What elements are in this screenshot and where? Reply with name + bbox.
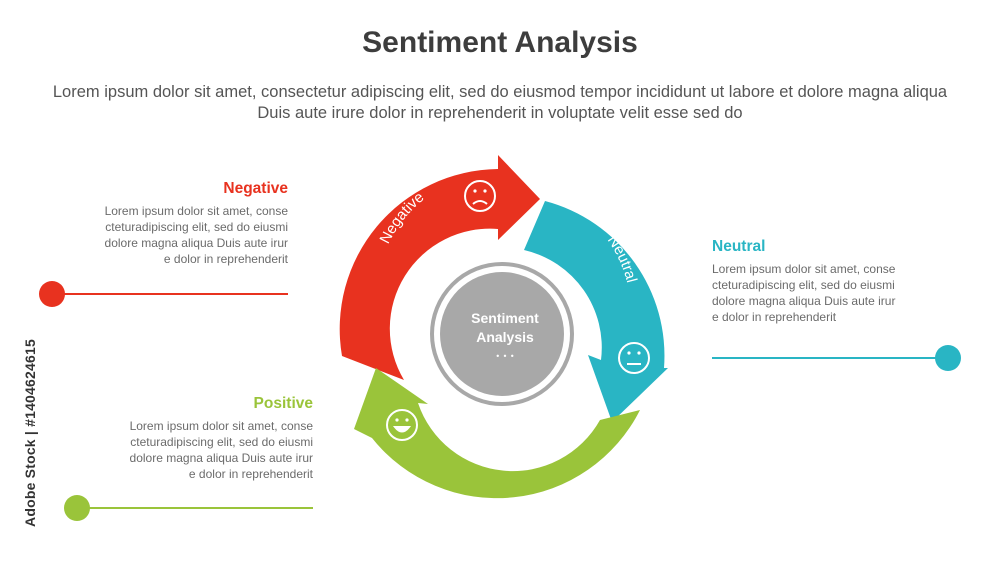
happy-face-icon bbox=[386, 409, 418, 441]
negative-block-line-4: e dolor in reprehenderit bbox=[163, 252, 288, 266]
positive-block-title: Positive bbox=[253, 395, 313, 412]
positive-marker-dot bbox=[64, 495, 90, 521]
page-description: Lorem ipsum dolor sit amet, consectetur … bbox=[52, 83, 948, 122]
negative-block-line-2: cteturadipiscing elit, sed do eiusmi bbox=[105, 220, 288, 234]
negative-block-line-1: Lorem ipsum dolor sit amet, conse bbox=[104, 204, 288, 218]
positive-block-line-1: Lorem ipsum dolor sit amet, conse bbox=[129, 419, 313, 433]
neutral-block-line-2: cteturadipiscing elit, sed do eiusmi bbox=[712, 278, 895, 292]
negative-marker-dot bbox=[39, 281, 65, 307]
center-core bbox=[440, 272, 564, 396]
negative-block-title: Negative bbox=[223, 180, 288, 197]
page-title: Sentiment Analysis bbox=[362, 26, 638, 59]
neutral-block-line-1: Lorem ipsum dolor sit amet, conse bbox=[712, 262, 896, 276]
positive-connector-line bbox=[77, 507, 313, 509]
positive-arc-label: Positive bbox=[477, 452, 531, 472]
neutral-face-icon bbox=[618, 342, 650, 374]
positive-block-line-3: dolore magna aliqua Duis aute irur bbox=[129, 451, 313, 465]
positive-block-line-2: cteturadipiscing elit, sed do eiusmi bbox=[130, 435, 313, 449]
stock-credit-label: Adobe Stock | #1404624615 bbox=[22, 339, 38, 527]
neutral-block-line-3: dolore magna aliqua Duis aute irur bbox=[712, 294, 896, 308]
negative-block: Negative Lorem ipsum dolor sit amet, con… bbox=[60, 181, 288, 267]
center-dots: • • • bbox=[495, 352, 514, 361]
neutral-marker-dot bbox=[935, 345, 961, 371]
center-title-line-2: Analysis bbox=[476, 329, 534, 345]
neutral-cycle-arrow bbox=[524, 201, 668, 422]
center-title-line-1: Sentiment bbox=[471, 310, 539, 326]
positive-cycle-arrow bbox=[354, 368, 640, 499]
positive-block: Positive Lorem ipsum dolor sit amet, con… bbox=[85, 396, 313, 482]
negative-block-line-3: dolore magna aliqua Duis aute irur bbox=[104, 236, 288, 250]
neutral-connector-line bbox=[712, 357, 948, 359]
sad-face-icon bbox=[464, 180, 496, 212]
negative-connector-line bbox=[52, 293, 288, 295]
positive-block-line-4: e dolor in reprehenderit bbox=[188, 467, 313, 481]
neutral-block-line-4: e dolor in reprehenderit bbox=[712, 310, 837, 324]
neutral-block: Neutral Lorem ipsum dolor sit amet, cons… bbox=[712, 239, 952, 325]
negative-cycle-arrow bbox=[339, 155, 540, 380]
center-outer-ring bbox=[430, 262, 574, 406]
neutral-block-title: Neutral bbox=[712, 238, 766, 255]
